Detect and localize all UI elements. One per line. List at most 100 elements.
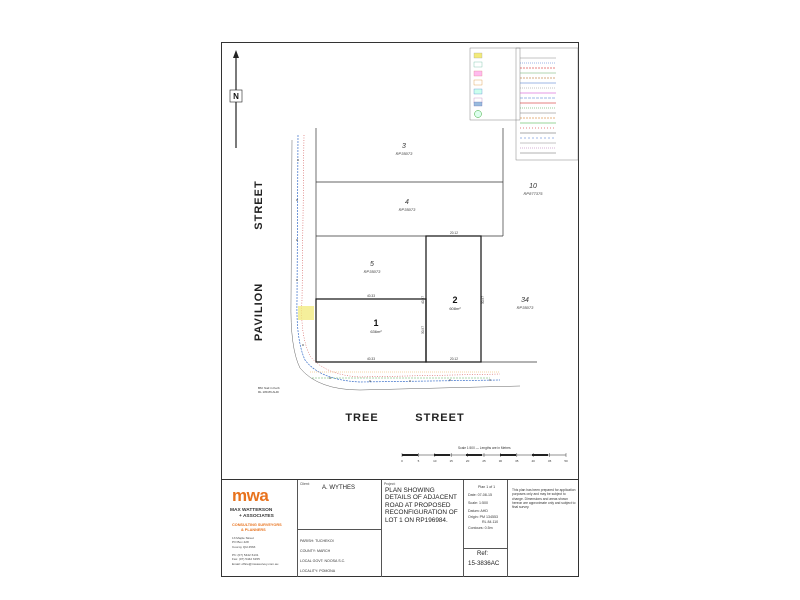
street-pavilion-word2: STREET (253, 180, 265, 229)
firm-name-line2: + ASSOCIATES (239, 513, 274, 519)
scale-value: 1:500 (479, 501, 488, 505)
bm-note-1: BM: Nail in Kerb (258, 386, 280, 390)
cadastre-panel: PARISH: TUCHEKOI COUNTY: MARCH LOCAL GOV… (298, 530, 382, 577)
scale-tick-label: 50 (564, 459, 568, 463)
scale-tick-label: 5 (418, 459, 420, 463)
plan-of: Plan 1 of 1 (478, 485, 496, 489)
lot-4-number: 4 (405, 199, 409, 206)
lot-5-plan: RP35073 (364, 269, 381, 274)
scale-tick-label: 40 (532, 459, 536, 463)
firm-tagline: CONSULTING SURVEYORS & PLANNERS (232, 523, 282, 532)
dim-lot1-south: 40.33 (367, 357, 375, 361)
north-label: N (233, 92, 239, 101)
street-tree-word1: TREE (345, 412, 378, 424)
firm-tagline-line1: CONSULTING SURVEYORS (232, 523, 282, 527)
lga-row: LOCAL GOVT: NOOSA S.C. (300, 556, 345, 566)
lot-3-number: 3 (402, 143, 406, 150)
client-panel: Client: A. WYTHES (298, 480, 382, 530)
scale-tick-label: 25 (482, 459, 486, 463)
plan-sheet (221, 42, 579, 577)
scale-tick-label: 15 (450, 459, 454, 463)
locality-row: LOCALITY: POMONA (300, 566, 345, 576)
lot-1-number: 1 (373, 318, 378, 328)
locality-value: POMONA (319, 569, 336, 573)
contour-label: Contours: (468, 526, 484, 530)
mwa-logo: mwa (232, 486, 269, 505)
parish-label: PARISH: (300, 539, 315, 543)
notes-panel: This plan has been prepared for applicat… (509, 480, 578, 577)
notes-text: This plan has been prepared for applicat… (512, 488, 576, 510)
lot-34-plan: RP35073 (517, 305, 534, 310)
parish-value: TUCHEKOI (315, 539, 334, 543)
origin-rl: RL 84.110 (482, 519, 499, 524)
legend (469, 47, 579, 161)
datum-value: AHD (480, 509, 488, 513)
scale-tick-label: 35 (515, 459, 519, 463)
county-label: COUNTY: (300, 549, 316, 553)
lot-2-area: 608m² (449, 306, 461, 311)
plan-info-panel: Plan 1 of 1 Date: 07-08-15 Scale: 1:500 … (464, 480, 508, 577)
ref-number: 15-3836AC (468, 560, 500, 567)
datum-row: Datum: AHD (468, 507, 498, 515)
scale-bar: Scale 1:500 — Lengths are in Metres 0 5 10… (401, 446, 568, 463)
title-block: mwa MAX WATTERSON + ASSOCIATES CONSULTIN… (222, 479, 578, 577)
origin-label: Origin: (468, 515, 479, 519)
scale-tick-label: 0 (401, 459, 403, 463)
lot-10-plan: RP877375 (524, 191, 544, 196)
firm-name: MAX WATTERSON + ASSOCIATES (230, 508, 274, 519)
date-value: 07-08-15 (477, 493, 492, 497)
lot-3-plan: RP35073 (396, 151, 413, 156)
dim-lot2-north: 20.12 (450, 231, 458, 235)
scale-tick-label: 45 (548, 459, 552, 463)
project-line-5: LOT 1 ON RP196984. (385, 516, 448, 524)
street-pavilion-word1: PAVILION (253, 283, 265, 341)
project-line-3: ROAD AT PROPOSED (385, 501, 451, 509)
date-row: Date: 07-08-15 (468, 491, 498, 499)
scale-label: Scale: (468, 501, 478, 505)
lot-5-number: 5 (370, 261, 374, 268)
dim-lot2-east: 30.97 (481, 296, 485, 304)
county-value: MARCH (316, 549, 331, 553)
project-line-2: DETAILS OF ADJACENT (385, 494, 457, 502)
firm-tagline-line2: & PLANNERS (241, 527, 266, 532)
project-label: Project: (384, 482, 396, 486)
lot-1-area: 636m² (370, 329, 382, 334)
ref-label: Ref: (477, 551, 489, 557)
project-line-1: PLAN SHOWING (385, 487, 435, 494)
street-tree-word2: STREET (415, 412, 464, 424)
lot-2-number: 2 (452, 295, 457, 305)
driveway-highlight (298, 306, 314, 320)
lot-1-outline (315, 298, 427, 363)
parish-row: PARISH: TUCHEKOI (300, 536, 345, 546)
dim-lot2-west: 40.37 (421, 296, 425, 304)
lot-4-plan: RP35073 (399, 207, 416, 212)
lga-value: NOOSA S.C. (324, 559, 346, 563)
scale-caption: Scale 1:500 — Lengths are in Metres (458, 446, 511, 450)
scale-tick-label: 10 (433, 459, 437, 463)
date-label: Date: (468, 493, 477, 497)
road-details (290, 134, 521, 391)
project-title: PLAN SHOWING DETAILS OF ADJACENT ROAD AT… (385, 487, 458, 524)
scale-tick-label: 30 (499, 459, 503, 463)
lot-10-number: 10 (529, 183, 537, 190)
client-name: A. WYTHES (322, 485, 356, 491)
scale-tick-label: 20 (466, 459, 470, 463)
firm-panel: mwa MAX WATTERSON + ASSOCIATES CONSULTIN… (222, 480, 298, 577)
lot-34-number: 34 (521, 297, 529, 304)
client-label: Client: (300, 482, 310, 486)
kerb-levels (296, 159, 491, 382)
dim-lot2-south: 20.12 (450, 357, 458, 361)
project-line-4: RECONFIGURATION OF (385, 509, 458, 517)
firm-name-line1: MAX WATTERSON (230, 508, 273, 513)
contour-row: Contours: 0.5m (468, 524, 498, 532)
bm-note-2: RL 189.86 AHD (258, 390, 280, 394)
lga-label: LOCAL GOVT: (300, 559, 324, 563)
dim-lot1-north: 40.33 (367, 294, 375, 298)
datum-label: Datum: (468, 509, 480, 513)
contour-value: 0.5m (484, 526, 493, 530)
county-row: COUNTY: MARCH (300, 546, 345, 556)
scale-row: Scale: 1:500 (468, 499, 498, 507)
origin-value: PM 134553 (479, 515, 498, 519)
firm-address: 13 Maple Street PO Box 428 Cooroy Qld 45… (232, 536, 279, 566)
